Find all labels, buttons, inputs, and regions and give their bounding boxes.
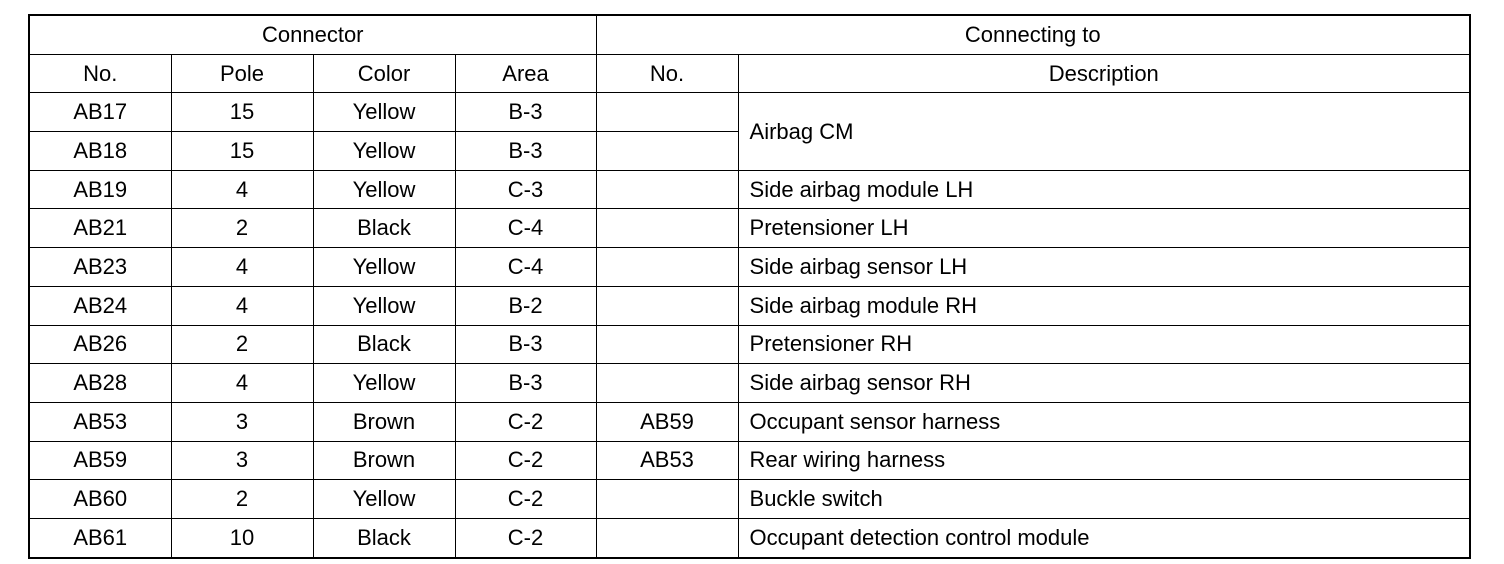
cell-color: Yellow [312,92,456,133]
cell-description: Occupant sensor harness [737,401,1471,442]
cell-connecting-no [595,131,739,171]
cell-pole: 4 [170,247,314,287]
cell-pole: 4 [170,363,314,403]
cell-color: Black [312,324,456,365]
cell-pole: 3 [170,440,314,481]
cell-description: Side airbag sensor LH [737,247,1471,287]
cell-area: C-2 [454,440,597,481]
cell-color: Yellow [312,363,456,403]
cell-no: AB21 [28,208,172,249]
cell-connecting-no [595,285,739,326]
cell-color: Brown [312,440,456,481]
table-row: AB26 2 Black B-3 Pretensioner RH [28,324,1471,365]
cell-color: Black [312,208,456,249]
group-header-row: Connector Connecting to [28,14,1471,55]
column-header-row: No. Pole Color Area No. Description [28,53,1471,94]
cell-area: B-2 [454,285,597,326]
cell-description: Pretensioner RH [737,324,1471,365]
connector-table: Connector Connecting to No. Pole Color A… [28,14,1472,559]
cell-connecting-no: AB53 [595,440,739,481]
connecting-to-group-header: Connecting to [595,14,1471,55]
connector-group-header: Connector [28,14,597,55]
cell-pole: 2 [170,324,314,365]
cell-area: C-4 [454,208,597,249]
column-header-description: Description [737,53,1471,94]
column-header-no: No. [28,53,172,94]
cell-description: Side airbag sensor RH [737,363,1471,403]
cell-pole: 10 [170,517,314,559]
cell-no: AB61 [28,517,172,559]
cell-connecting-no [595,208,739,249]
cell-no: AB60 [28,479,172,519]
column-header-color: Color [312,53,456,94]
cell-no: AB17 [28,92,172,133]
cell-pole: 15 [170,131,314,171]
table-row: AB53 3 Brown C-2 AB59 Occupant sensor ha… [28,401,1471,442]
cell-area: C-3 [454,169,597,210]
cell-connecting-no [595,324,739,365]
table-row: AB60 2 Yellow C-2 Buckle switch [28,479,1471,519]
cell-no: AB59 [28,440,172,481]
cell-description: Pretensioner LH [737,208,1471,249]
cell-description: Side airbag module LH [737,169,1471,210]
cell-no: AB28 [28,363,172,403]
cell-connecting-no [595,169,739,210]
cell-no: AB24 [28,285,172,326]
cell-connecting-no [595,92,739,133]
cell-area: C-2 [454,479,597,519]
cell-no: AB18 [28,131,172,171]
cell-connecting-no: AB59 [595,401,739,442]
cell-connecting-no [595,517,739,559]
cell-connecting-no [595,247,739,287]
table-row: AB24 4 Yellow B-2 Side airbag module RH [28,285,1471,326]
cell-color: Yellow [312,247,456,287]
table-row: AB61 10 Black C-2 Occupant detection con… [28,517,1471,559]
cell-description: Occupant detection control module [737,517,1471,559]
table-row: AB19 4 Yellow C-3 Side airbag module LH [28,169,1471,210]
cell-no: AB26 [28,324,172,365]
cell-area: C-4 [454,247,597,287]
cell-pole: 4 [170,169,314,210]
column-header-area: Area [454,53,597,94]
table-row: AB59 3 Brown C-2 AB53 Rear wiring harnes… [28,440,1471,481]
cell-description: Buckle switch [737,479,1471,519]
cell-description: Side airbag module RH [737,285,1471,326]
cell-pole: 4 [170,285,314,326]
cell-no: AB23 [28,247,172,287]
cell-area: C-2 [454,517,597,559]
column-header-pole: Pole [170,53,314,94]
cell-connecting-no [595,363,739,403]
cell-color: Yellow [312,131,456,171]
table-row: AB17 15 Yellow B-3 Airbag CM [28,92,1471,171]
cell-area: C-2 [454,401,597,442]
cell-area: B-3 [454,363,597,403]
cell-color: Yellow [312,169,456,210]
table-row: AB21 2 Black C-4 Pretensioner LH [28,208,1471,249]
cell-connecting-no [595,479,739,519]
column-header-connecting-no: No. [595,53,739,94]
cell-area: B-3 [454,92,597,133]
cell-pole: 2 [170,479,314,519]
cell-pole: 2 [170,208,314,249]
table-row: AB23 4 Yellow C-4 Side airbag sensor LH [28,247,1471,287]
cell-color: Yellow [312,285,456,326]
cell-no: AB53 [28,401,172,442]
cell-color: Yellow [312,479,456,519]
cell-color: Black [312,517,456,559]
cell-area: B-3 [454,324,597,365]
cell-description: Rear wiring harness [737,440,1471,481]
cell-description: Airbag CM [737,92,1471,171]
table-row: AB28 4 Yellow B-3 Side airbag sensor RH [28,363,1471,403]
cell-area: B-3 [454,131,597,171]
cell-pole: 15 [170,92,314,133]
cell-color: Brown [312,401,456,442]
cell-no: AB19 [28,169,172,210]
cell-pole: 3 [170,401,314,442]
